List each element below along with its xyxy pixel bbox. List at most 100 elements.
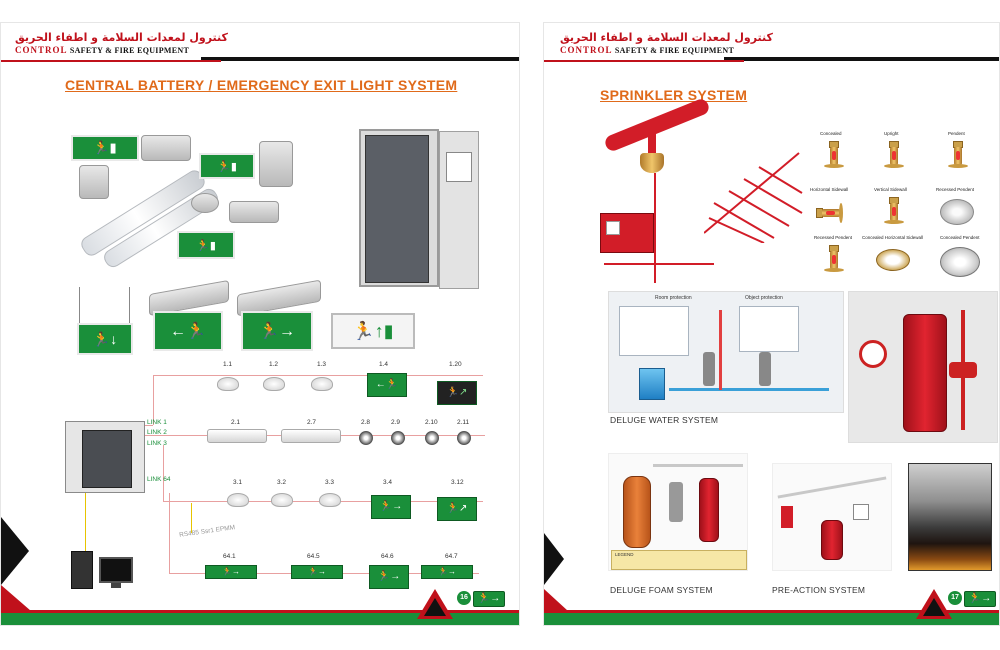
spot-fixture — [425, 431, 439, 445]
sprinkler-icon — [822, 141, 846, 173]
test-switch — [79, 165, 109, 199]
page-number: 16 — [457, 591, 471, 605]
fixture-id: 3.1 — [233, 479, 243, 486]
exit-sign-product: 🏃▮ — [199, 153, 255, 179]
ceiling-fixture — [311, 377, 333, 391]
wire — [85, 493, 86, 553]
downlight — [191, 193, 219, 213]
fixture-id: 1.2 — [269, 361, 279, 368]
fixture-id: 64.6 — [381, 553, 394, 560]
fixture-id: 2.9 — [391, 419, 401, 426]
panel-display — [82, 430, 132, 488]
red-riser — [719, 310, 722, 390]
wire — [153, 375, 483, 376]
fixture-id: 2.1 — [231, 419, 241, 426]
wire — [145, 425, 153, 426]
header-red-line — [544, 60, 744, 62]
deluge-valve — [903, 314, 947, 432]
brand-tagline: SAFETY & FIRE EQUIPMENT — [614, 46, 735, 55]
fixture-id: 1.1 — [223, 361, 233, 368]
exit-sign-fixture: 🏃→ — [371, 495, 411, 519]
header-brand: CONTROL SAFETY & FIRE EQUIPMENT — [560, 45, 734, 55]
pipe-grid-icon — [704, 152, 803, 243]
footer-green-bar — [1, 613, 519, 625]
red-drop-pipe — [648, 127, 656, 157]
sprinkler-type-label: Concealed — [820, 131, 842, 136]
red-main-pipe — [603, 96, 711, 154]
header-arabic: كنترول لمعدات السلامة و اطفاء الحريق — [560, 31, 773, 44]
hanging-wire — [129, 287, 130, 323]
header-red-line — [1, 60, 221, 62]
caption-pre-action: PRE-ACTION SYSTEM — [772, 585, 866, 595]
round-luminaire — [259, 141, 293, 187]
footer-red-line — [1, 610, 519, 613]
header-arabic: كنترول لمعدات السلامة و اطفاء الحريق — [15, 31, 228, 44]
object-protection-label: Object protection — [745, 295, 783, 301]
battery-cabinet — [359, 129, 439, 287]
sprinkler-icon — [946, 141, 970, 173]
riser-pipe — [654, 173, 656, 283]
wire — [163, 445, 164, 501]
trim-line — [961, 310, 965, 430]
brand-name: CONTROL — [15, 45, 68, 55]
wall-exit-sign-right: 🏃→ — [241, 311, 313, 351]
header-bar — [201, 57, 519, 61]
suspended-exit-sign: 🏃↓ — [77, 323, 133, 355]
fixture-id: 2.7 — [307, 419, 317, 426]
door-window — [446, 152, 472, 182]
deluge-water-diagram: Room protection Object protection — [608, 291, 844, 413]
alarm-panel — [781, 506, 793, 528]
proportioner — [669, 482, 683, 522]
brand-logo-icon — [916, 589, 952, 619]
fixture-id: 1.20 — [449, 361, 462, 368]
page-title: CENTRAL BATTERY / EMERGENCY EXIT LIGHT S… — [65, 77, 458, 93]
pre-action-valve — [821, 520, 843, 560]
spot-fixture — [391, 431, 405, 445]
fixture-id: 2.10 — [425, 419, 438, 426]
foam-tank — [623, 476, 651, 548]
caption-deluge-water: DELUGE WATER SYSTEM — [610, 415, 719, 425]
room-box — [619, 306, 689, 356]
exit-sign-fixture: 🏃→ — [369, 565, 409, 589]
bar-exit-sign: 🏃→ — [291, 565, 343, 579]
branch-pipe — [777, 476, 887, 499]
sprinkler-icon — [816, 201, 848, 225]
fixture-id: 2.8 — [361, 419, 371, 426]
footer-red-line — [544, 610, 999, 613]
sprinkler-type-label: Recessed Pendent — [814, 235, 853, 240]
sprinkler-spray-photo — [908, 463, 992, 571]
left-page: كنترول لمعدات السلامة و اطفاء الحريق CON… — [0, 22, 520, 626]
room-protection-label: Room protection — [655, 295, 692, 301]
concealed-sidewall-icon — [876, 249, 910, 271]
link-label: LINK 64 — [147, 476, 171, 483]
spot-fixture — [359, 431, 373, 445]
fixture-id: 1.3 — [317, 361, 327, 368]
hanging-wire — [79, 287, 80, 323]
ceiling-fixture — [263, 377, 285, 391]
header-brand: CONTROL SAFETY & FIRE EQUIPMENT — [15, 45, 189, 55]
deluge-foam-diagram: LEGEND — [608, 453, 748, 571]
legend-title: LEGEND — [615, 552, 634, 557]
fixture-id: 2.11 — [457, 419, 470, 426]
fixture-id: 3.4 — [383, 479, 393, 486]
sprinkler-type-label: Horizontal Sidewall — [810, 187, 849, 192]
sprinkler-type-label: Recessed Pendent — [936, 187, 975, 192]
fixture-id: 64.7 — [445, 553, 458, 560]
bar-exit-sign: 🏃→ — [205, 565, 257, 579]
corner-red — [1, 585, 31, 611]
wire — [169, 493, 170, 573]
exit-sign-product: 🏃▮ — [177, 231, 235, 259]
brand-logo-icon — [417, 589, 453, 619]
wire — [153, 375, 154, 425]
cable-label: RS485 Ssr1 EPMM — [178, 524, 236, 539]
link-label: LINK 2 — [147, 429, 167, 436]
spot-fixture — [457, 431, 471, 445]
pc-tower — [71, 551, 93, 589]
linear-fixture — [207, 429, 267, 443]
foam-valve — [699, 478, 719, 542]
sprinkler-type-label: Concealed Pendent — [940, 235, 980, 240]
control-module — [853, 504, 869, 520]
foam-legend: LEGEND — [611, 550, 747, 570]
cabinet-door — [439, 131, 479, 289]
